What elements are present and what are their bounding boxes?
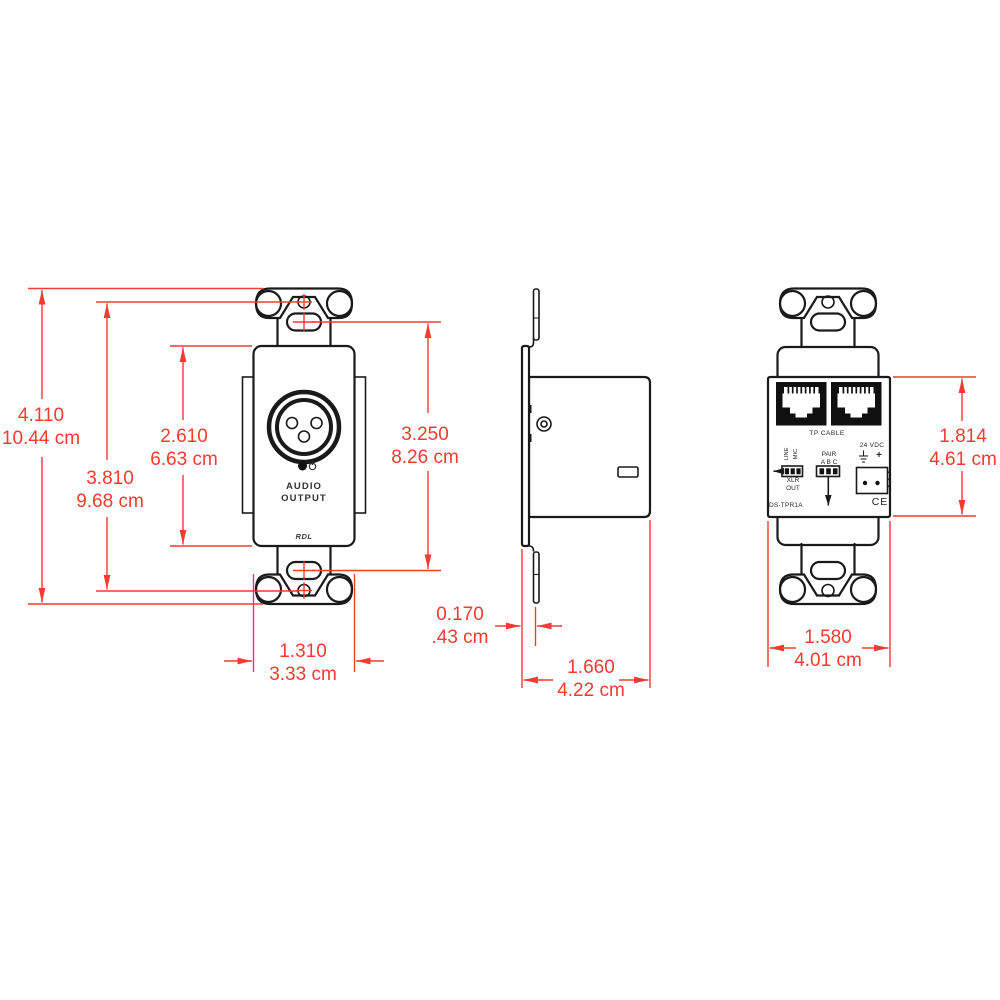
- tp-cable-label: TP CABLE: [809, 429, 845, 437]
- dimension-metric: 4.61 cm: [929, 449, 997, 470]
- side-plate-profile: [520, 344, 531, 548]
- brand-logo: RDL: [295, 532, 313, 541]
- line-label: LINE: [784, 447, 790, 461]
- xlr-out-label-line1: XLR: [786, 476, 800, 484]
- plus-terminal-label: +: [876, 449, 882, 461]
- front-panel-label-line1: AUDIO: [285, 481, 323, 492]
- dimension-metric: .43 cm: [431, 627, 489, 648]
- side-top-ear-tab: [532, 288, 540, 341]
- front-right-wing: [353, 376, 367, 514]
- rear-view-drawing: [766, 287, 892, 606]
- dimension-inches: 1.814: [939, 426, 987, 447]
- dimension-overall-height: 4.110 10.44 cm: [0, 404, 96, 450]
- dimension-inches: 0.170: [436, 604, 484, 625]
- side-slot: [617, 466, 639, 478]
- front-panel-label: AUDIO OUTPUT: [254, 481, 354, 505]
- dimension-metric: 8.26 cm: [391, 447, 459, 468]
- xlr-out-label-line2: OUT: [786, 485, 800, 492]
- dimension-inches: 1.310: [279, 641, 327, 662]
- xlr-connector-icon: [266, 389, 342, 465]
- pair-jumper-block: [815, 465, 841, 478]
- side-bottom-ear-tab: [532, 551, 540, 604]
- dimension-mounting-depth: 1.660 4.22 cm: [536, 656, 646, 702]
- front-panel-label-line2: OUTPUT: [281, 493, 327, 504]
- ground-icon: [859, 450, 868, 463]
- dimension-metric: 6.63 cm: [150, 449, 218, 470]
- led-indicator: [298, 461, 307, 471]
- dimension-plate-width: 1.310 3.33 cm: [248, 640, 358, 686]
- power-terminal-block: [855, 466, 892, 495]
- dimension-metric: 10.44 cm: [1, 428, 81, 449]
- dimension-plate-thickness: 0.170 .43 cm: [405, 603, 515, 649]
- front-plate: [252, 344, 356, 548]
- side-enclosure-box: [527, 375, 652, 519]
- front-left-wing: [241, 376, 255, 514]
- power-icon: [308, 461, 317, 471]
- dimension-inches: 2.610: [160, 426, 208, 447]
- dimension-inches: 3.810: [86, 468, 134, 489]
- dimension-rear-module-width: 1.580 4.01 cm: [773, 626, 883, 672]
- pair-label-line1: PAIR: [821, 450, 837, 458]
- dimension-metric: 9.68 cm: [76, 491, 144, 512]
- mic-label: MIC: [792, 448, 799, 460]
- rj45-jack-left: [775, 381, 828, 427]
- dimension-inches: 3.250: [401, 424, 449, 445]
- side-view-drawing: [520, 288, 652, 604]
- dimension-inches: 1.580: [804, 627, 852, 648]
- xlr-out-label: XLR OUT: [773, 477, 813, 494]
- dimension-linework: [28, 287, 976, 688]
- line-mic-jumper-block: [781, 465, 804, 478]
- dimension-metric: 3.33 cm: [269, 664, 337, 685]
- dimension-screw-hole-spacing: 3.810 9.68 cm: [55, 467, 165, 513]
- pair-label-options: A B C: [820, 459, 838, 466]
- pair-label: PAIR A B C: [803, 451, 855, 468]
- rear-bottom-mounting-ear: [778, 542, 878, 606]
- rear-top-mounting-ear: [778, 287, 878, 349]
- centerline-crosses: [293, 294, 315, 599]
- power-label: 24 VDC: [859, 441, 885, 449]
- dimension-rear-module-height: 1.814 4.61 cm: [908, 425, 1000, 471]
- front-view-drawing: [241, 287, 367, 606]
- dimension-inches: 1.660: [567, 657, 615, 678]
- dimension-metric: 4.22 cm: [557, 680, 625, 701]
- side-screw-head: [536, 416, 552, 432]
- dimension-slot-spacing: 3.250 8.26 cm: [370, 423, 480, 469]
- dimension-metric: 4.01 cm: [794, 650, 862, 671]
- dimension-plate-face-height: 2.610 6.63 cm: [129, 425, 239, 471]
- dimension-inches: 4.110: [17, 405, 65, 426]
- ce-mark: CE: [871, 496, 889, 508]
- rj45-jack-right: [830, 381, 883, 427]
- model-label: DS-TPR1A: [769, 501, 803, 509]
